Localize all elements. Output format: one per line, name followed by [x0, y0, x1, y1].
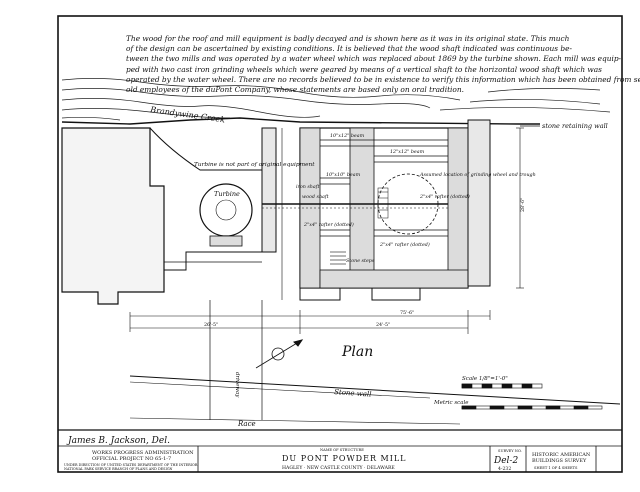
dimension-lines [129, 127, 524, 334]
agency-line-4: NATIONAL PARK SERVICE BRANCH OF PLANS AN… [64, 467, 173, 471]
survey-no-caption: SURVEY NO. [498, 449, 522, 453]
label-beam-2: 12"x12" beam [390, 149, 425, 155]
survey-title-1: HISTORIC AMERICAN [532, 452, 591, 458]
agency-line-2: OFFICIAL PROJECT NO 65-1-7 [92, 456, 171, 462]
survey-number: Del-2 [493, 456, 518, 466]
dim-left: 26'-5" [204, 322, 218, 328]
agency-line-1: WORKS PROGRESS ADMINISTRATION [92, 450, 194, 456]
structure-name: DU PONT POWDER MILL [282, 454, 406, 463]
label-plan: Plan [341, 344, 373, 360]
note-line: ped with two cast iron grinding wheels w… [126, 64, 602, 74]
label-stone-steps: Stone steps [346, 258, 375, 264]
label-turbine-note: Turbine is not part of original equipmen… [194, 162, 315, 168]
note-line: The wood for the roof and mill equipment… [126, 34, 570, 43]
turbine-pit-outline [149, 127, 263, 271]
structure-location: HAGLEY · NEW CASTLE COUNTY · DELAWARE [282, 465, 395, 471]
stone-wall-line [129, 375, 621, 405]
label-race: Race [237, 420, 256, 428]
metric-scale-bar [461, 405, 603, 410]
label-stone-wall: Stone wall [334, 388, 372, 399]
stone-wall-inner [129, 381, 431, 399]
left-stone-block [61, 127, 165, 305]
historical-note: The wood for the roof and mill equipment… [126, 34, 640, 95]
survey-code: 4-232 [498, 466, 511, 472]
survey-title-2: BUILDINGS SURVEY [532, 458, 587, 464]
north-arrow [255, 339, 304, 369]
label-iron-shaft: iron shaft [296, 184, 320, 190]
dim-height: 28'-6" [520, 198, 526, 212]
label-driveway: driveway [234, 372, 240, 398]
dim-overall-top: 75'-6" [400, 310, 414, 316]
turbine-hub [215, 199, 237, 221]
label-assumed-location: Assumed location of grinding wheel and t… [419, 172, 536, 178]
creek-water-lines [61, 78, 611, 121]
race-line [129, 417, 461, 425]
delineator-signature: James B. Jackson, Del. [66, 436, 170, 446]
retaining-wall-line [61, 117, 540, 125]
agency-line-3: UNDER DIRECTION OF UNITED STATES DEPARTM… [64, 463, 198, 467]
label-wood-shaft: wood shaft [302, 194, 329, 200]
note-line: operated by the water wheel. There are n… [126, 74, 640, 84]
note-line: of the design can be ascertained by exis… [126, 44, 573, 54]
structure-name-caption: NAME OF STRUCTURE [320, 448, 364, 452]
driveway-lines [209, 300, 263, 420]
label-rafter-1: 2"x4" rafter (dotted) [303, 221, 354, 228]
label-beam-3: 10"x10" beam [326, 172, 361, 178]
label-scale: Scale 1/8"=1'-0" [462, 376, 508, 382]
label-beam-1: 10"x12" beam [330, 133, 365, 139]
label-rafter-2: 2"x4" rafter (dotted) [419, 193, 470, 200]
turbine-base [209, 235, 243, 247]
note-line: old employees of the duPont Company, who… [126, 85, 464, 95]
scale-bar [461, 383, 543, 389]
label-retaining-wall: stone retaining wall [542, 122, 608, 130]
sheet-border [57, 15, 623, 473]
mill-building [262, 119, 491, 301]
sheet-info: SHEET 1 OF 4 SHEETS [534, 466, 578, 470]
note-line: tween the two mills and was operated by … [126, 54, 622, 64]
label-metric-scale: Metric scale [433, 400, 469, 406]
label-turbine: Turbine [214, 190, 240, 198]
title-block: James B. Jackson, Del. WORKS PROGRESS AD… [58, 429, 622, 472]
label-rafter-3: 2"x4" rafter (dotted) [379, 241, 430, 248]
dim-right: 24'-5" [376, 322, 390, 328]
turbine-wall [261, 127, 277, 253]
